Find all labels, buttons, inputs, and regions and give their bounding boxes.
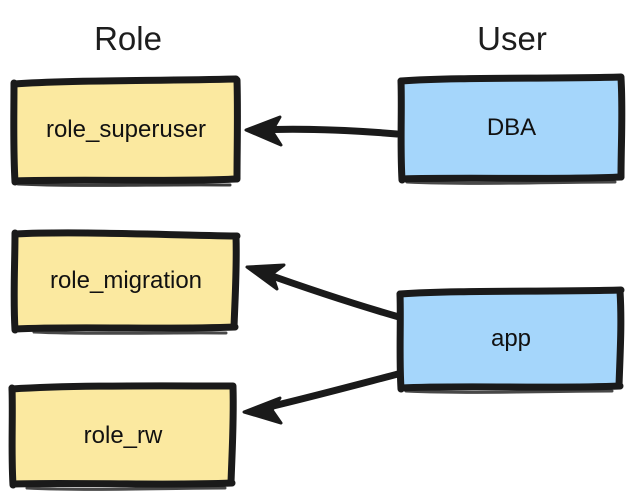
node-role-migration[interactable]: role_migration bbox=[10, 229, 241, 335]
edge-app-to-role-rw bbox=[242, 370, 402, 425]
arrowhead-role-migration bbox=[245, 263, 286, 291]
node-shape-role-migration bbox=[10, 229, 241, 335]
edge-dba-to-role-superuser bbox=[244, 115, 401, 147]
arrowhead-role-superuser bbox=[244, 115, 283, 147]
column-header-user: User bbox=[477, 20, 547, 57]
node-shape-role-superuser bbox=[10, 75, 241, 187]
node-shape-dba bbox=[397, 73, 626, 185]
node-dba[interactable]: DBA bbox=[397, 73, 626, 185]
node-role-rw[interactable]: role_rw bbox=[8, 382, 237, 491]
arrowhead-role-rw bbox=[242, 396, 283, 425]
edge-app-to-role-migration bbox=[245, 263, 403, 321]
node-shape-app bbox=[396, 286, 625, 394]
column-header-role: Role bbox=[94, 20, 162, 57]
node-shape-role-rw bbox=[8, 382, 237, 491]
node-app[interactable]: app bbox=[396, 286, 625, 394]
node-role-superuser[interactable]: role_superuser bbox=[10, 75, 241, 187]
